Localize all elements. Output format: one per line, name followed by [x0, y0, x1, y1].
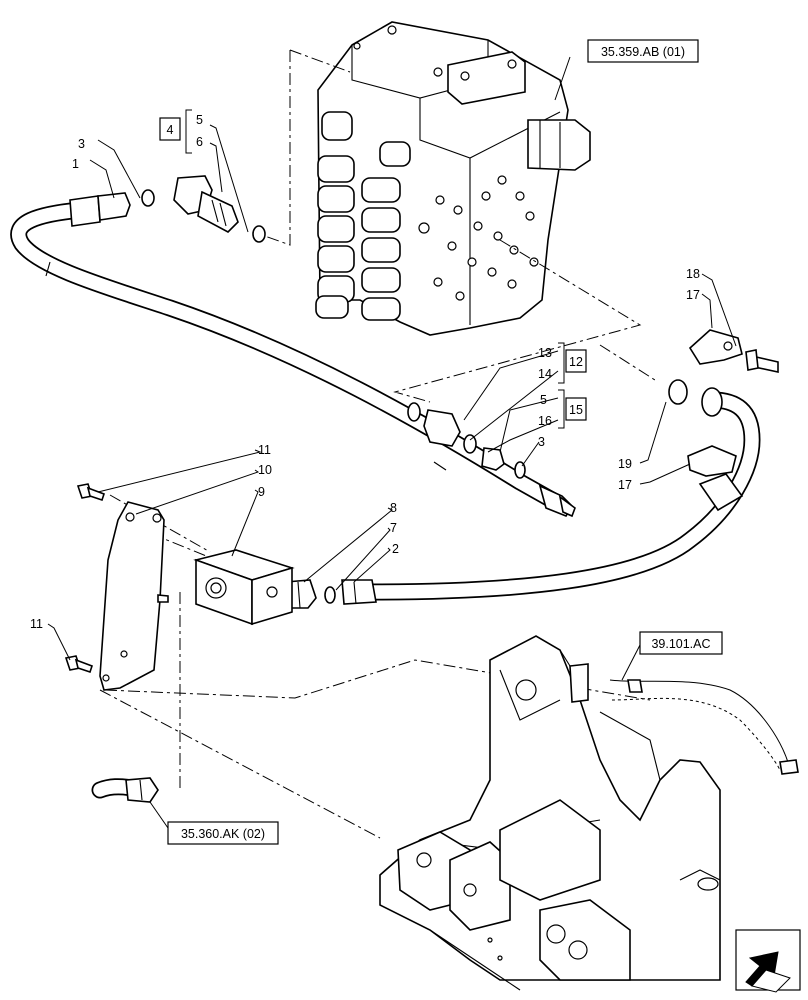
ref-frame-label: 39.101.AC [651, 637, 710, 651]
hose-2 [341, 379, 761, 605]
bolt-11-top [76, 483, 106, 502]
kit-12-label: 12 [569, 355, 583, 369]
callout-9: 9 [258, 485, 265, 499]
callout-11-bottom: 11 [30, 617, 43, 631]
callout-1: 1 [72, 157, 79, 171]
bolt-11-bottom [64, 655, 94, 674]
hose-connection-bottom [91, 777, 159, 803]
callout-13: 13 [538, 346, 552, 360]
callout-16: 16 [538, 414, 552, 428]
callout-3-top: 3 [78, 137, 85, 151]
spool-caps [315, 111, 411, 321]
valve-ports [418, 175, 539, 301]
callout-19: 19 [618, 457, 632, 471]
callout-5-top: 5 [196, 113, 203, 127]
kit-4-label: 4 [167, 123, 174, 137]
callout-5-mid: 5 [540, 393, 547, 407]
kit-15: 15 [565, 397, 587, 421]
callout-8: 8 [390, 501, 397, 515]
control-valve-block [315, 21, 591, 336]
callout-17-top: 17 [686, 288, 700, 302]
callout-leaders [47, 56, 737, 829]
callout-18: 18 [686, 267, 700, 281]
ref-valve-block-label: 35.359.AB (01) [601, 45, 685, 59]
callout-10: 10 [258, 463, 272, 477]
wiring-harness [609, 679, 799, 775]
o-ring-3 [141, 189, 155, 207]
o-ring-5 [252, 225, 266, 243]
hose-clamp-top [688, 329, 779, 373]
callout-3-mid: 3 [538, 435, 545, 449]
callout-numbers: 3 1 5 6 13 14 5 16 3 18 17 19 17 11 10 9… [30, 113, 700, 631]
hose-clamp-bottom [687, 445, 737, 477]
callout-6: 6 [196, 135, 203, 149]
hose-1 [10, 192, 576, 518]
callout-2: 2 [392, 542, 399, 556]
callout-17-bottom: 17 [618, 478, 632, 492]
kit-brackets [185, 109, 565, 429]
elbow-fitting-6 [173, 175, 239, 233]
kit-12: 12 [565, 349, 587, 373]
loader-frame [379, 635, 721, 991]
kit-15-label: 15 [569, 403, 583, 417]
arrow-icon[interactable] [735, 929, 801, 993]
bracket-10 [99, 501, 169, 691]
ref-hose-connection-label: 35.360.AK (02) [181, 827, 265, 841]
ref-frame[interactable]: 39.101.AC [639, 631, 723, 655]
callout-14: 14 [538, 367, 552, 381]
kit-4: 4 [159, 117, 181, 141]
ref-valve-block[interactable]: 35.359.AB (01) [587, 39, 699, 63]
ref-hose-connection[interactable]: 35.360.AK (02) [167, 821, 279, 845]
callout-11-top: 11 [258, 443, 271, 457]
manifold-block-9 [193, 549, 295, 626]
callout-7: 7 [390, 521, 397, 535]
o-ring-7 [324, 586, 336, 604]
